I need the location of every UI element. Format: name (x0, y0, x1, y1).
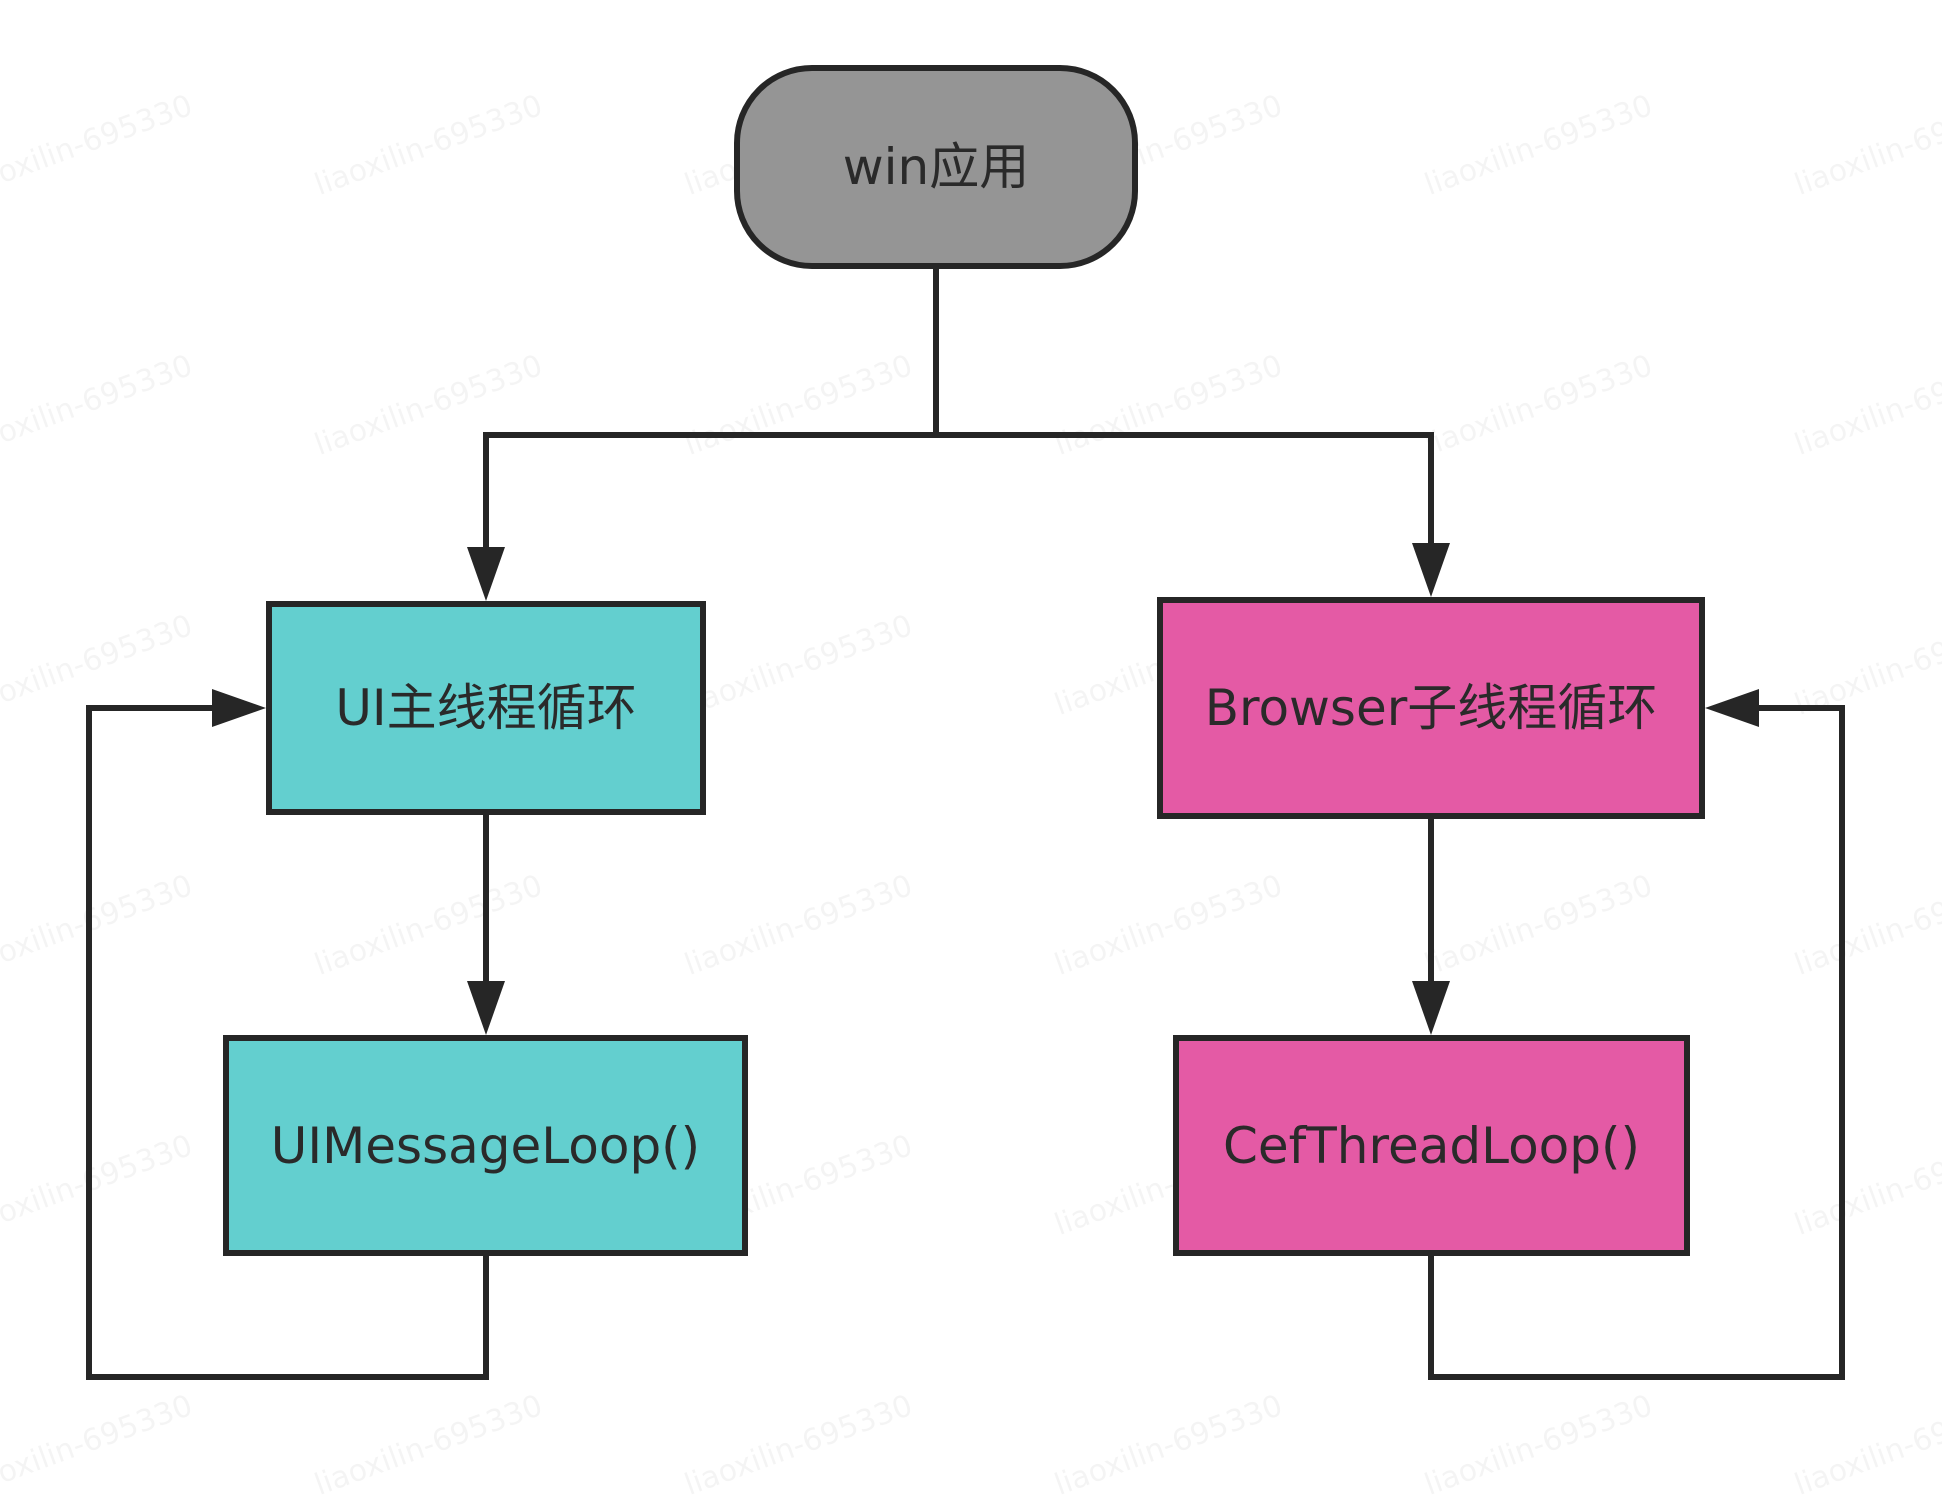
edge-line (936, 432, 1434, 547)
arrowhead-icon (467, 981, 505, 1035)
arrowhead-icon (1705, 689, 1759, 727)
node-label-browser-sub-thread-loop: Browser子线程循环 (1204, 679, 1658, 737)
arrowhead-icon (1412, 981, 1450, 1035)
node-ui-main-thread-loop: UI主线程循环 (266, 601, 706, 815)
edge-browser-loop-back-to-browser-main (1428, 689, 1845, 1380)
edge-ui-loop-back-to-ui-main (86, 689, 489, 1380)
edge-line (86, 705, 489, 1380)
edge-line (483, 269, 939, 550)
arrowhead-icon (212, 689, 266, 727)
node-ui-message-loop: UIMessageLoop() (223, 1035, 748, 1256)
arrowhead-icon (1412, 543, 1450, 597)
node-win-app: win应用 (734, 65, 1138, 269)
edge-root-to-ui-main (467, 269, 939, 601)
node-browser-sub-thread-loop: Browser子线程循环 (1157, 597, 1705, 819)
arrowhead-icon (467, 547, 505, 601)
edge-root-to-browser-main (936, 432, 1450, 597)
node-label-ui-message-loop: UIMessageLoop() (270, 1116, 701, 1175)
edge-line (1428, 705, 1845, 1380)
node-label-win-app: win应用 (842, 138, 1030, 196)
edge-ui-main-to-ui-loop (467, 815, 505, 1035)
node-label-cef-thread-loop: CefThreadLoop() (1222, 1116, 1641, 1175)
node-label-ui-main-thread-loop: UI主线程循环 (335, 679, 637, 737)
node-cef-thread-loop: CefThreadLoop() (1173, 1035, 1690, 1256)
edge-browser-main-to-browser-loop (1412, 819, 1450, 1035)
